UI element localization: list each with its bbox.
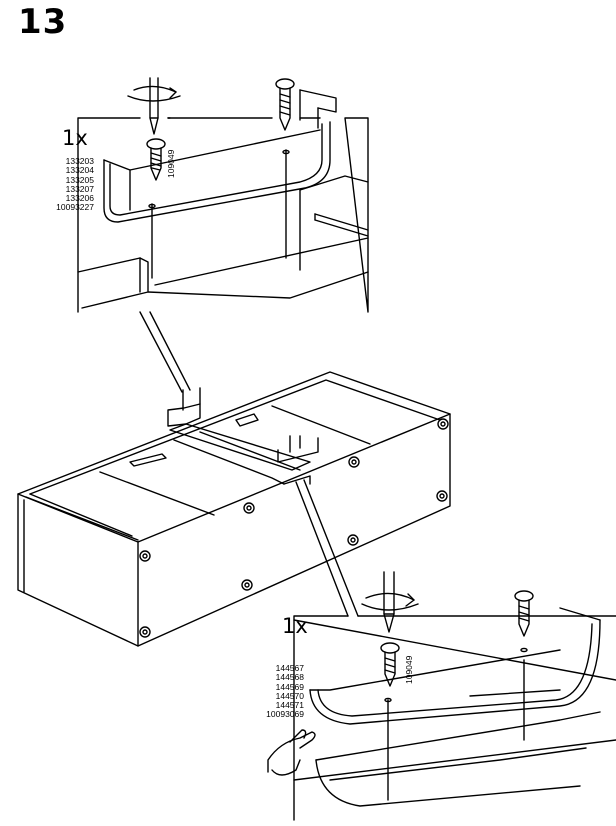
bottom-detail-view [267, 571, 616, 821]
cabinet-body [17, 371, 451, 647]
part-number: 10093227 [56, 202, 94, 213]
part-number: 133204 [65, 165, 94, 176]
part-number: 144569 [275, 681, 304, 692]
part-number: 144570 [275, 690, 304, 701]
part-number: 133205 [65, 174, 94, 185]
bottom-quantity-label: 1x [282, 614, 308, 638]
part-number: 144568 [275, 672, 304, 683]
part-number: 144567 [275, 663, 304, 673]
step-number: 13 [18, 2, 68, 42]
part-number: 144571 [275, 700, 304, 711]
top-detail-view [77, 77, 369, 313]
top-part-numbers: 133203 133204 133205 133207 133206 10093… [48, 156, 94, 213]
bottom-part-numbers: 144567 144568 144569 144570 144571 10093… [258, 663, 304, 720]
top-screw-code: 109049 [166, 149, 176, 178]
part-number: 10093069 [266, 709, 304, 720]
top-quantity-label: 1x [62, 126, 88, 150]
part-number: 133206 [65, 193, 94, 204]
part-number: 133203 [65, 156, 94, 166]
bottom-screw-code: 109049 [404, 655, 414, 684]
part-number: 133207 [65, 183, 94, 194]
